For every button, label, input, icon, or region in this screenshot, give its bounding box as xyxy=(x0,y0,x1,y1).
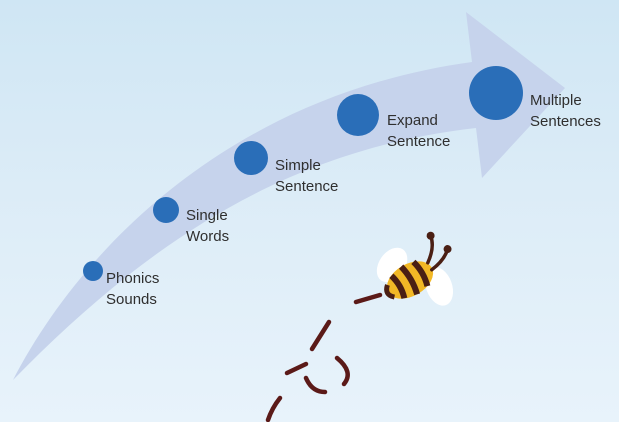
step-label-single-words: Single Words xyxy=(186,205,229,247)
step-label-line: Sentence xyxy=(387,133,451,150)
step-label-line: Words xyxy=(186,228,230,245)
step-label-line: Multiple xyxy=(530,92,582,109)
step-label-line: Sounds xyxy=(106,291,157,308)
flight-path xyxy=(265,292,383,422)
step-label-line: Sentence xyxy=(275,178,339,195)
step-label-expand-sentence: Expand Sentence xyxy=(387,110,450,152)
step-label-line: Phonics xyxy=(106,270,160,287)
step-label-line: Simple xyxy=(275,157,321,174)
step-dot-simple-sentence xyxy=(234,141,268,175)
progress-arrow xyxy=(13,12,565,380)
bee-icon xyxy=(376,231,454,306)
step-dot-expand-sentence xyxy=(337,94,379,136)
step-dot-single-words xyxy=(153,197,179,223)
step-dot-phonics-sounds xyxy=(83,261,103,281)
step-dot-multiple-sentences xyxy=(469,66,523,120)
step-label-phonics-sounds: Phonics Sounds xyxy=(106,268,159,310)
step-label-line: Sentences xyxy=(530,113,601,130)
step-label-line: Expand xyxy=(387,112,438,129)
step-label-line: Single xyxy=(186,207,228,224)
step-label-simple-sentence: Simple Sentence xyxy=(275,155,338,197)
step-label-multiple-sentences: Multiple Sentences xyxy=(530,90,601,132)
